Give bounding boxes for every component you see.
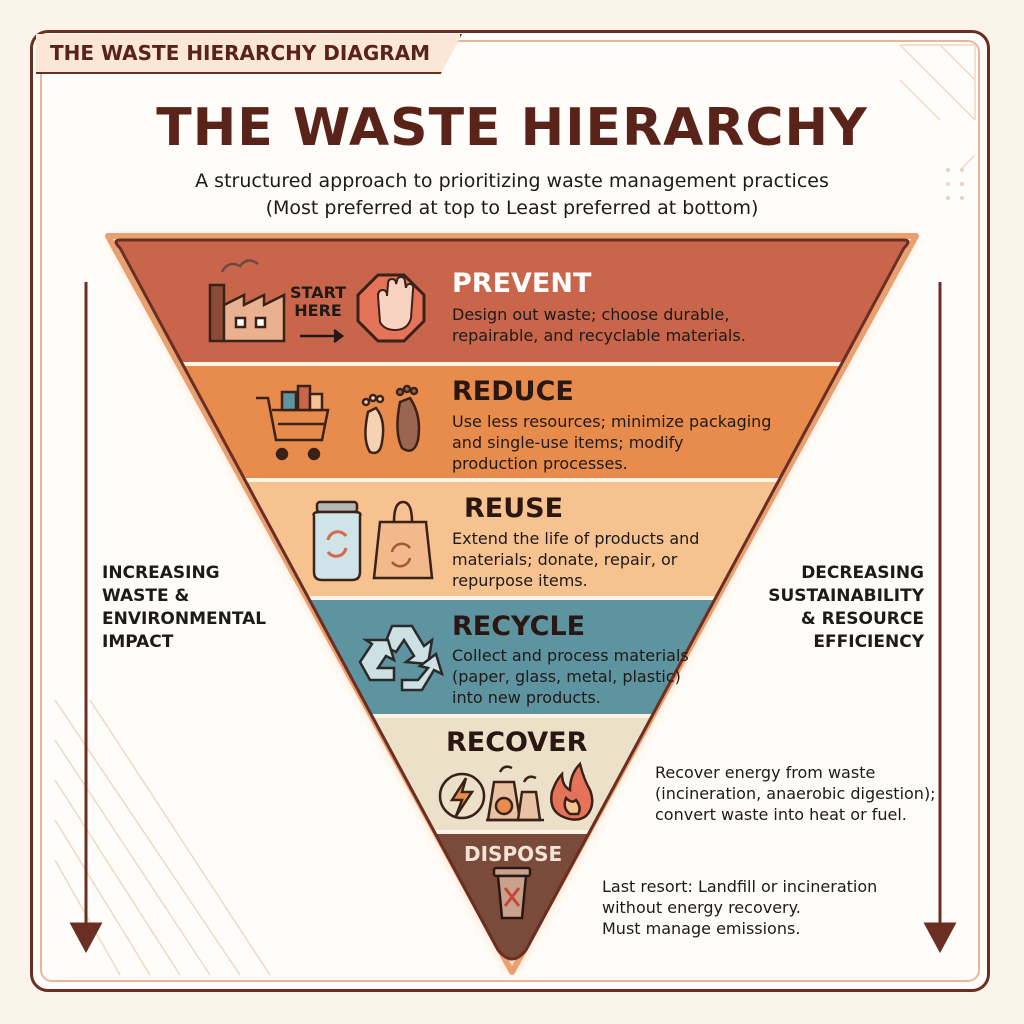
desc-line: (incineration, anaerobic digestion);	[655, 784, 936, 803]
stop-hand-icon	[356, 273, 426, 343]
tier-title-prevent: PREVENT	[452, 268, 592, 299]
power-plant-icon	[486, 765, 544, 822]
desc-line: without energy recovery.	[602, 898, 801, 917]
left-label-line: INCREASING	[102, 563, 220, 583]
desc-line: production processes.	[452, 454, 628, 473]
corner-decoration-icon	[54, 44, 976, 976]
flame-icon	[550, 761, 594, 821]
desc-line: Recover energy from waste	[655, 763, 876, 782]
subtitle-line-1: A structured approach to prioritizing wa…	[195, 170, 829, 192]
right-side-label: DECREASING SUSTAINABILITY & RESOURCE EFF…	[768, 562, 924, 654]
desc-line: into new products.	[452, 688, 601, 707]
tier-desc-recycle: Collect and process materials (paper, gl…	[452, 645, 689, 708]
right-label-line: EFFICIENCY	[813, 632, 924, 652]
subtitle-line-2: (Most preferred at top to Least preferre…	[265, 197, 759, 219]
tier-title-recycle: RECYCLE	[452, 611, 586, 642]
tier-desc-recover: Recover energy from waste (incineration,…	[655, 762, 936, 825]
right-label-line: & RESOURCE	[800, 609, 924, 629]
right-label-line: SUSTAINABILITY	[768, 586, 924, 606]
tier-desc-prevent: Design out waste; choose durable, repair…	[452, 304, 746, 346]
left-label-line: IMPACT	[102, 632, 174, 652]
shopping-cart-icon	[256, 384, 330, 461]
left-label-line: WASTE &	[102, 586, 190, 606]
tier-title-reuse: REUSE	[464, 493, 564, 524]
tier-desc-reduce: Use less resources; minimize packaging a…	[452, 411, 771, 474]
desc-line: Last resort: Landfill or incineration	[602, 877, 878, 896]
recycle-icon	[358, 624, 445, 692]
right-arrow-head-icon	[923, 922, 957, 954]
left-label-line: ENVIRONMENTAL	[102, 609, 267, 629]
tier-title-dispose: DISPOSE	[464, 842, 563, 866]
factory-icon	[208, 259, 286, 343]
right-label-line: DECREASING	[801, 563, 924, 583]
desc-line: Use less resources; minimize packaging	[452, 412, 772, 431]
desc-line: Extend the life of products and	[452, 529, 700, 548]
inner-frame	[40, 40, 980, 982]
start-arrow-icon	[300, 329, 345, 343]
left-side-label: INCREASING WASTE & ENVIRONMENTAL IMPACT	[102, 562, 266, 654]
left-arrow-head-icon	[69, 922, 103, 954]
page-title: THE WASTE HIERARCHY	[156, 98, 868, 158]
tier-title-reduce: REDUCE	[452, 376, 574, 407]
start-label-line: HERE	[294, 301, 342, 320]
desc-line: and single-use items; modify	[452, 433, 684, 452]
tote-bag-icon	[372, 500, 434, 580]
dot-grid-icon	[946, 168, 964, 200]
jar-icon	[312, 500, 362, 582]
footprints-icon	[361, 384, 421, 455]
trash-bin-icon	[492, 866, 532, 920]
tier-title-recover: RECOVER	[446, 727, 588, 758]
desc-line: Must manage emissions.	[602, 919, 801, 938]
tier-desc-reuse: Extend the life of products and material…	[452, 528, 699, 591]
desc-line: (paper, glass, metal, plastic)	[452, 667, 681, 686]
lightning-icon	[438, 772, 486, 820]
start-here-label: START HERE	[290, 284, 346, 320]
desc-line: Design out waste; choose durable,	[452, 305, 730, 324]
tier-desc-dispose: Last resort: Landfill or incineration wi…	[602, 876, 877, 939]
desc-line: repurpose items.	[452, 571, 588, 590]
tier-band-reduce	[116, 364, 908, 480]
desc-line: convert waste into heat or fuel.	[655, 805, 907, 824]
desc-line: Collect and process materials	[452, 646, 689, 665]
desc-line: repairable, and recyclable materials.	[452, 326, 746, 345]
diagram-tab-label: THE WASTE HIERARCHY DIAGRAM	[36, 34, 462, 74]
desc-line: materials; donate, repair, or	[452, 550, 678, 569]
start-label-line: START	[290, 283, 347, 302]
pyramid-border	[114, 238, 910, 961]
